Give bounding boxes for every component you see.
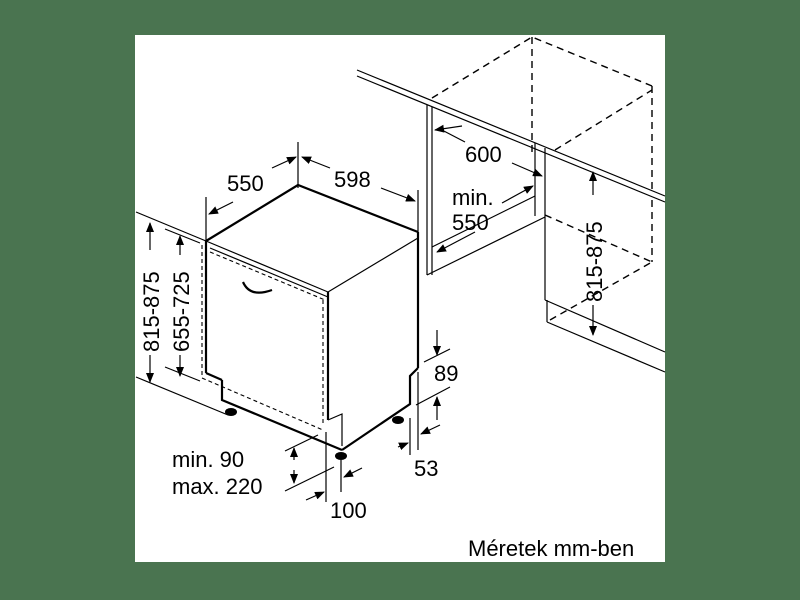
plinth-min-label: min. 90 (172, 447, 244, 472)
foot-front-left (225, 408, 237, 416)
appliance-height-dimension (135, 211, 229, 416)
appliance-depth-label: 550 (227, 171, 264, 196)
niche-width-dimension (434, 124, 543, 177)
plinth-max-label: max. 220 (172, 474, 263, 499)
foot-back-right (392, 416, 404, 424)
niche-height-label: 815-875 (582, 221, 607, 302)
door-height-label: 655-725 (169, 271, 194, 352)
dishwasher-body (201, 183, 420, 460)
foot-offset-label: 100 (330, 498, 367, 523)
appliance-width-label: 598 (334, 167, 371, 192)
niche-width-label: 600 (465, 142, 502, 167)
niche-cabinet (356, 36, 666, 373)
back-step-dimension (397, 372, 441, 455)
niche-depth-dimension (436, 185, 534, 253)
foot-offset-dimension (305, 432, 363, 502)
niche-depth-label: 550 (452, 210, 489, 235)
back-height-label: 89 (434, 361, 458, 386)
door-handle (241, 281, 273, 294)
units-caption: Méretek mm-ben (468, 536, 635, 561)
appliance-height-label: 815-875 (139, 271, 164, 352)
appliance-depth-dimension (205, 142, 299, 244)
back-height-dimension (415, 330, 451, 420)
niche-min-label: min. (452, 185, 494, 210)
door-height-dimension (164, 228, 201, 382)
diagram-panel (135, 35, 665, 562)
foot-front-right (335, 452, 347, 460)
back-step-label: 53 (414, 456, 438, 481)
appliance-width-dimension (301, 156, 419, 232)
